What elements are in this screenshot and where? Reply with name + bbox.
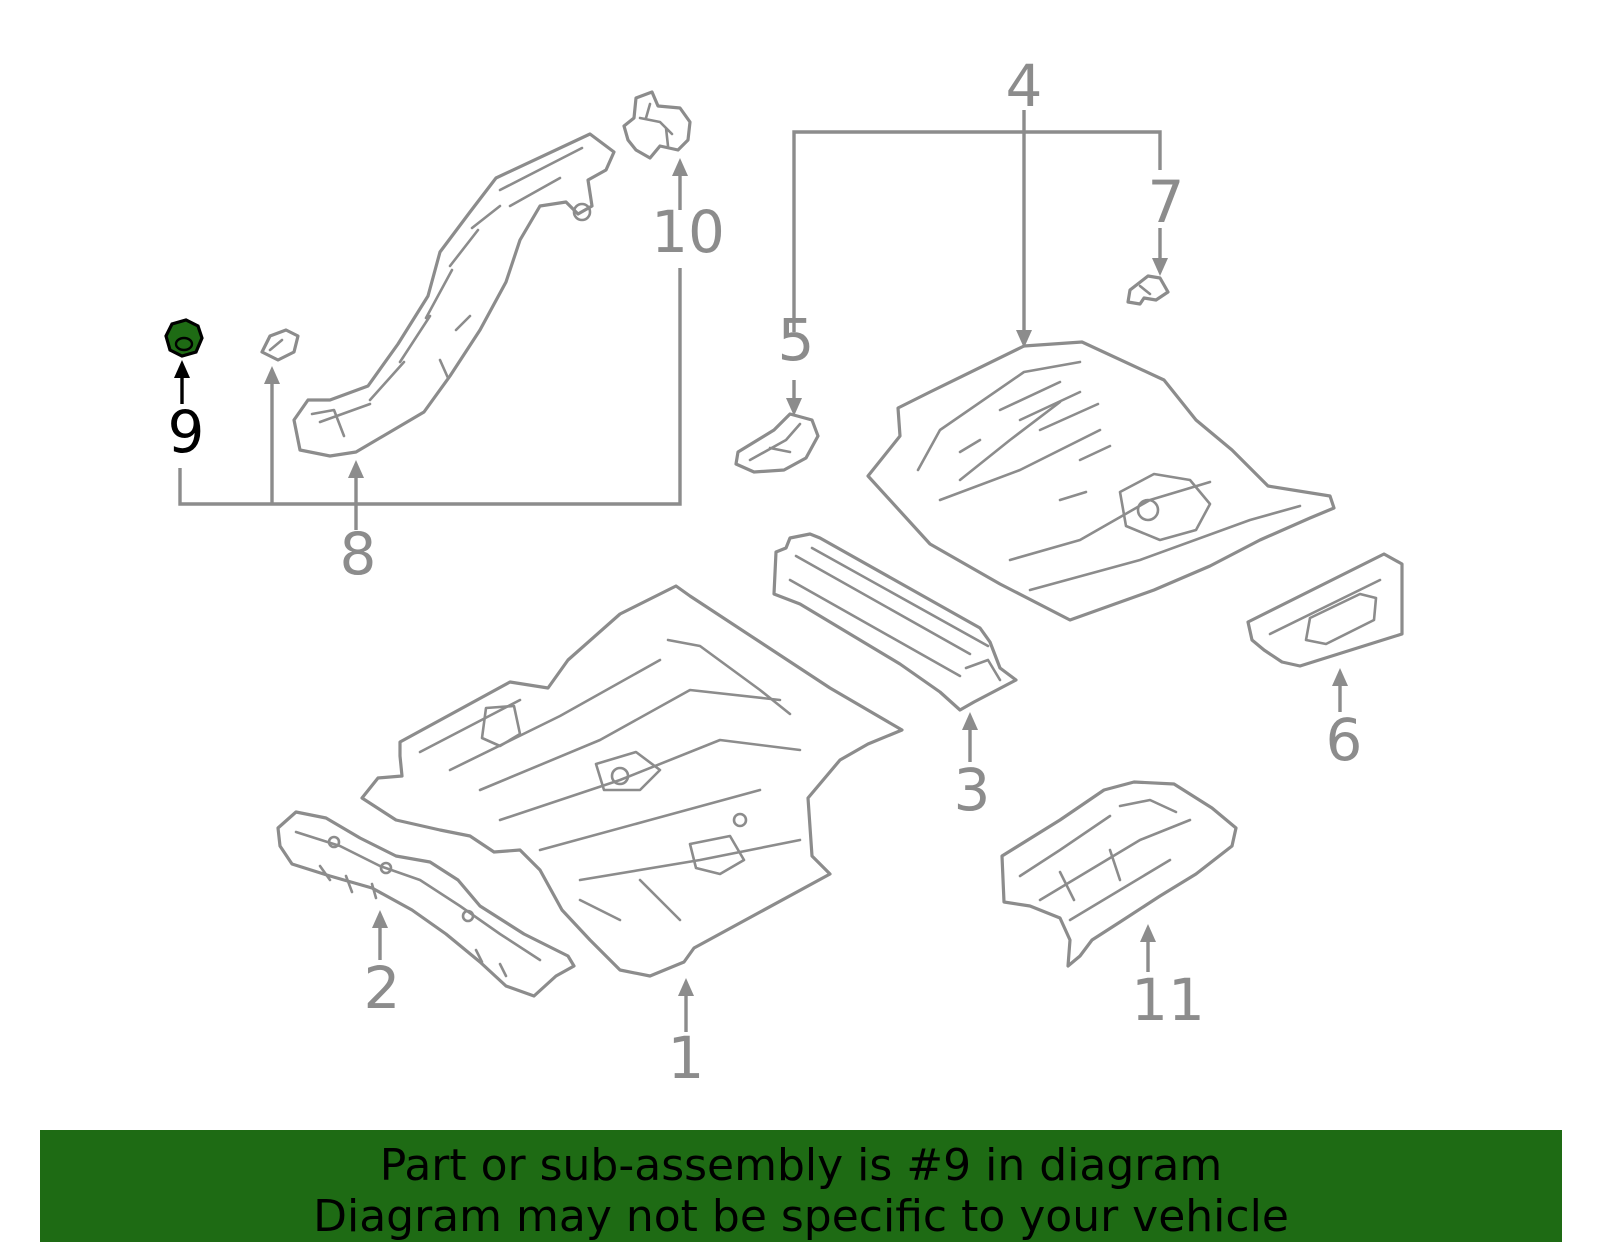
- callout-5: 5: [778, 306, 815, 374]
- callout-1: 1: [668, 1024, 705, 1092]
- callout-labels: 1 2 3 4 5 6 7 8 9 10 11: [168, 52, 1363, 1092]
- part-8-side-rail: [292, 132, 616, 458]
- callout-2: 2: [364, 954, 401, 1022]
- part-4-rear-floor-pan: [866, 340, 1336, 622]
- callout-7: 7: [1148, 168, 1185, 236]
- callout-4: 4: [1006, 52, 1043, 120]
- banner-line-1: Part or sub-assembly is #9 in diagram: [379, 1140, 1223, 1191]
- info-banner: Part or sub-assembly is #9 in diagram Di…: [40, 1130, 1562, 1242]
- part-1-front-floor-pan: [360, 584, 904, 978]
- callout-10: 10: [651, 198, 725, 266]
- callout-9-highlighted: 9: [168, 398, 205, 466]
- part-9-bushing-highlighted: [164, 318, 204, 358]
- leader-lines: [174, 110, 1348, 1032]
- part-5-gusset: [734, 412, 820, 474]
- callout-6: 6: [1326, 706, 1363, 774]
- callout-11: 11: [1131, 966, 1205, 1034]
- part-10-bracket: [622, 90, 692, 160]
- callout-8: 8: [340, 520, 377, 588]
- grommet-part: [260, 328, 300, 362]
- banner-line-2: Diagram may not be specific to your vehi…: [313, 1191, 1289, 1242]
- part-11-heat-shield: [1000, 780, 1238, 968]
- part-6-reinforcement: [1246, 552, 1404, 668]
- callout-3: 3: [954, 756, 991, 824]
- part-2-floor-side-member: [276, 810, 576, 998]
- part-3-cross-member: [772, 532, 1018, 712]
- part-7-clip: [1126, 274, 1170, 306]
